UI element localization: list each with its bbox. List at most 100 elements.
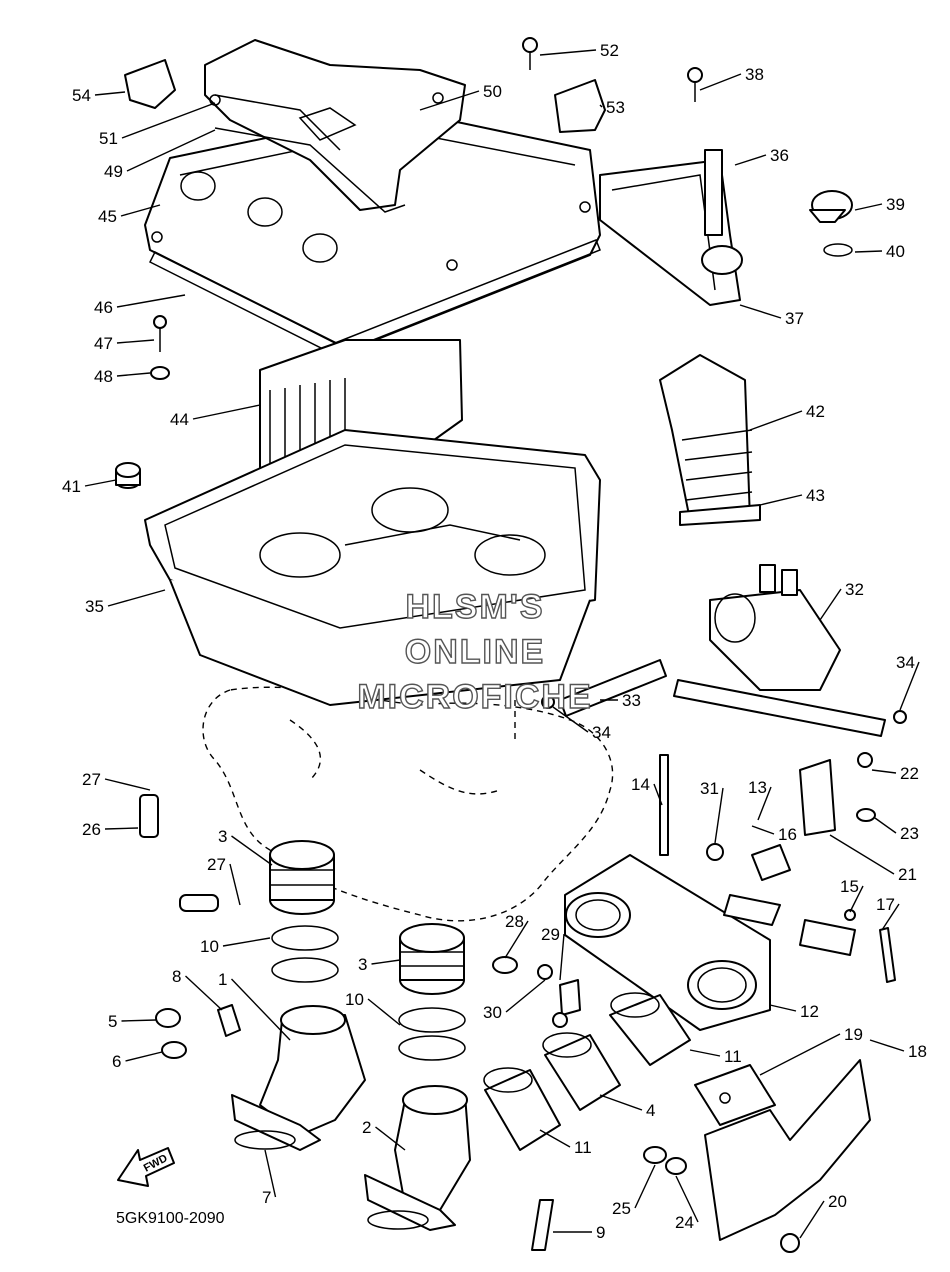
- leader-line-19: [759, 1033, 841, 1076]
- small-parts: [139, 695, 907, 1253]
- callout-38: 38: [745, 65, 764, 84]
- callout-5: 5: [108, 1012, 117, 1031]
- callout-20: 20: [828, 1192, 847, 1211]
- callout-14: 14: [631, 775, 650, 794]
- leader-line-27: [104, 778, 151, 791]
- leader-line-37: [739, 304, 782, 319]
- callout-27: 27: [207, 855, 226, 874]
- watermark-line-1: HLSM'S: [405, 588, 544, 626]
- leader-line-25: [634, 1164, 656, 1209]
- callout-37: 37: [785, 309, 804, 328]
- callout-23: 23: [900, 824, 919, 843]
- leader-line-1: [230, 978, 291, 1041]
- fuel-hose-33b: [673, 679, 886, 737]
- leader-line-21: [829, 834, 895, 875]
- callout-31: 31: [700, 779, 719, 798]
- leader-line-4: [599, 1094, 643, 1111]
- engine-outline: [202, 686, 614, 922]
- callout-3: 3: [358, 955, 367, 974]
- o-ring-7: [234, 1130, 429, 1230]
- callout-33: 33: [622, 691, 641, 710]
- leader-line-23: [874, 817, 897, 834]
- leader-line-44: [192, 404, 261, 420]
- leader-line-2: [375, 1126, 406, 1151]
- callout-19: 19: [844, 1025, 863, 1044]
- callout-21: 21: [898, 865, 917, 884]
- watermark-line-3: MICROFICHE: [357, 678, 592, 716]
- callout-32: 32: [845, 580, 864, 599]
- callout-8: 8: [172, 967, 181, 986]
- callout-18: 18: [908, 1042, 927, 1061]
- leader-line-36: [734, 154, 767, 166]
- callout-46: 46: [94, 298, 113, 317]
- leader-line-14: [653, 783, 663, 806]
- leader-line-22: [871, 769, 897, 774]
- callout-4: 4: [646, 1101, 655, 1120]
- leader-line-54: [94, 91, 126, 96]
- screw-52: [522, 37, 538, 70]
- leader-line-13: [757, 786, 772, 821]
- joint-4: [542, 1032, 621, 1111]
- callout-48: 48: [94, 367, 113, 386]
- callout-24: 24: [675, 1213, 694, 1232]
- callout-7: 7: [262, 1188, 271, 1207]
- sensor-53: [554, 79, 606, 133]
- callout-47: 47: [94, 334, 113, 353]
- leader-line-49: [126, 129, 216, 172]
- screw-47: [153, 315, 167, 352]
- callout-10: 10: [345, 990, 364, 1009]
- callout-13: 13: [748, 778, 767, 797]
- leader-line-17: [881, 903, 900, 931]
- airbox-cover: [144, 109, 601, 351]
- leader-line-7: [264, 1149, 277, 1198]
- leader-line-48: [116, 372, 151, 377]
- callout-15: 15: [840, 877, 859, 896]
- callout-2: 2: [362, 1118, 371, 1137]
- leader-line-47: [116, 339, 155, 344]
- leader-line-34: [899, 661, 920, 711]
- leader-line-35: [107, 589, 166, 607]
- callout-36: 36: [770, 146, 789, 165]
- joint-3-lower: [399, 923, 465, 995]
- callout-30: 30: [483, 1003, 502, 1022]
- callout-41: 41: [62, 477, 81, 496]
- leader-line-31: [714, 787, 724, 844]
- grommet-41: [115, 462, 141, 489]
- fuel-pump: [709, 564, 841, 691]
- bracket-assembly: [599, 149, 743, 306]
- callout-49: 49: [104, 162, 123, 181]
- leader-line-43: [759, 494, 803, 506]
- leader-line-28: [504, 920, 529, 959]
- callout-52: 52: [600, 41, 619, 60]
- leader-line-52: [539, 49, 597, 56]
- callout-6: 6: [112, 1052, 121, 1071]
- leader-line-6: [125, 1051, 163, 1062]
- intake-hose: [659, 354, 761, 526]
- callout-28: 28: [505, 912, 524, 931]
- leader-line-12: [769, 1004, 797, 1012]
- callout-11: 11: [724, 1047, 742, 1066]
- callout-39: 39: [886, 195, 905, 214]
- leader-line-20: [799, 1200, 825, 1239]
- leader-line-53: [599, 104, 603, 108]
- leader-line-18: [869, 1039, 905, 1052]
- leader-lines: [84, 49, 920, 1239]
- o-ring-40: [823, 243, 853, 257]
- callout-42: 42: [806, 402, 825, 421]
- joint-11-left: [483, 1067, 561, 1151]
- leader-line-27: [229, 863, 241, 906]
- watermark: HLSM'S ONLINE MICROFICHE: [357, 587, 592, 716]
- leader-line-3: [231, 835, 273, 866]
- watermark-line-2: ONLINE: [405, 633, 545, 671]
- callout-11: 11: [574, 1138, 592, 1157]
- leader-line-46: [116, 294, 186, 308]
- leader-line-30: [505, 979, 546, 1013]
- callout-54: 54: [72, 86, 91, 105]
- leader-line-11: [539, 1129, 571, 1148]
- callout-35: 35: [85, 597, 104, 616]
- callout-26: 26: [82, 820, 101, 839]
- leader-line-11: [689, 1049, 721, 1057]
- leader-line-10: [367, 998, 401, 1026]
- clamp-10-upper: [271, 925, 339, 983]
